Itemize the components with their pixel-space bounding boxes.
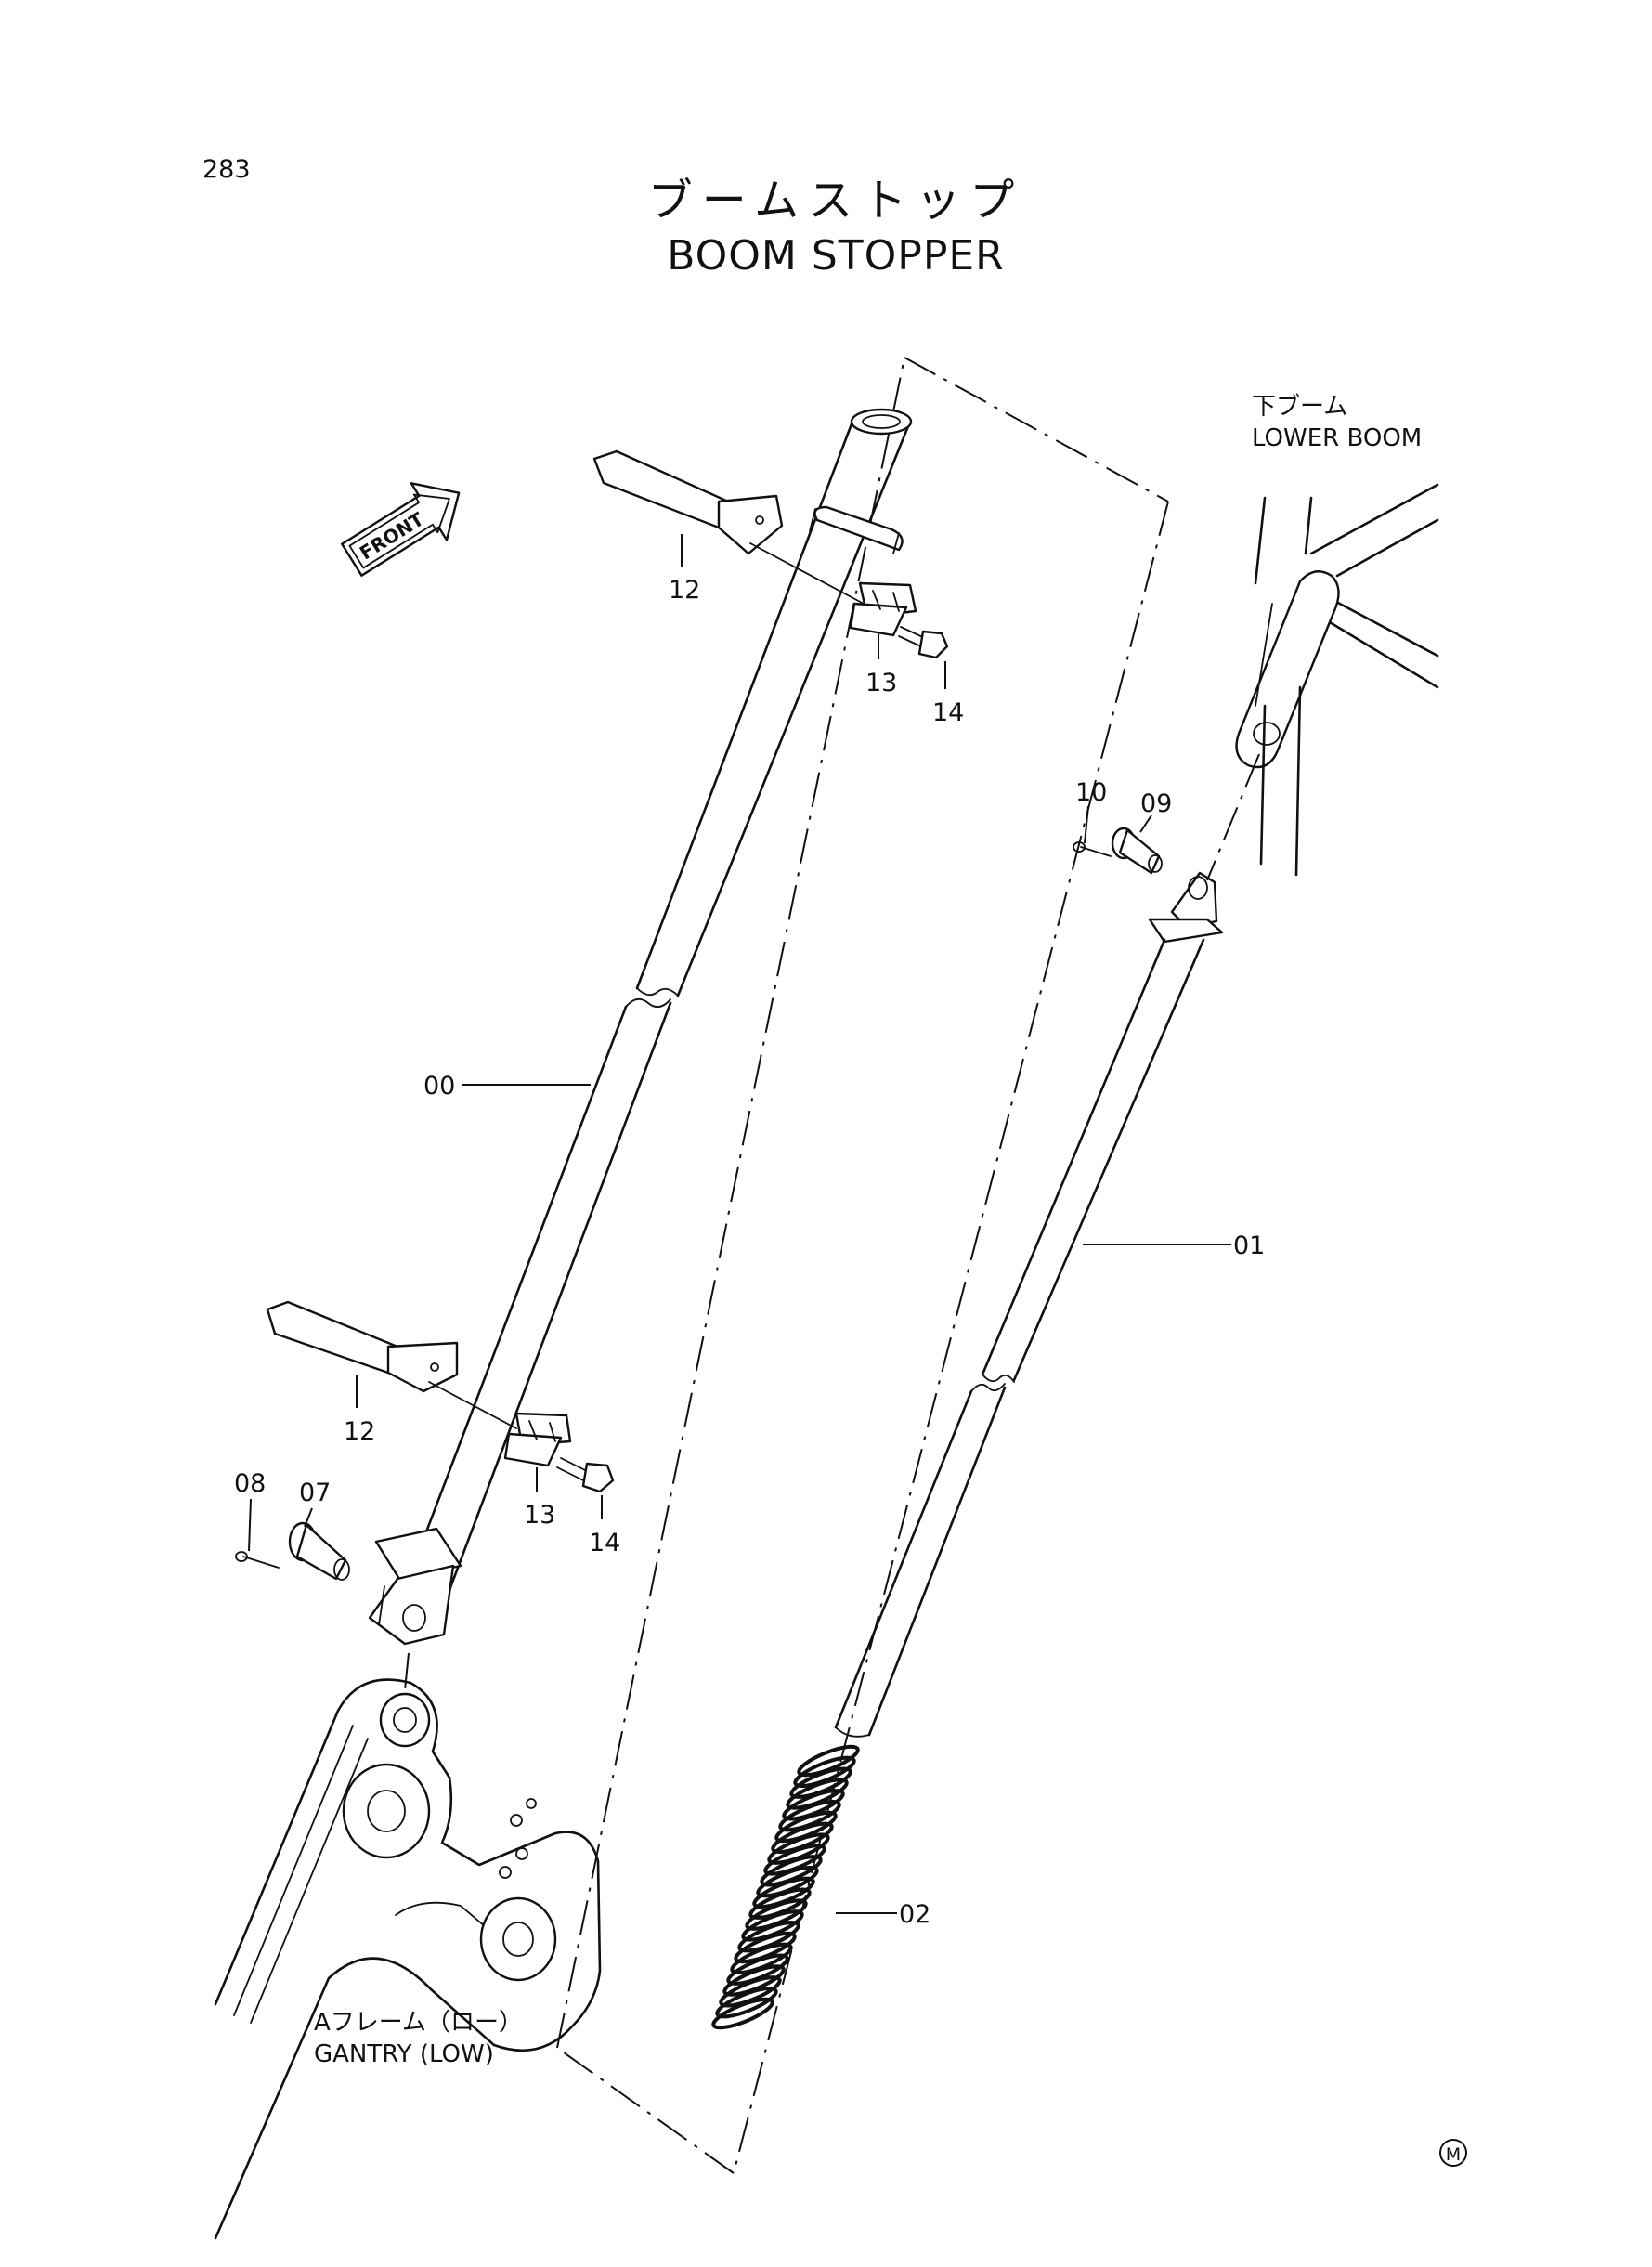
- spring-coil: [715, 1986, 778, 2019]
- spring-coil: [778, 1799, 841, 1832]
- spring-coil: [763, 1844, 826, 1876]
- snap-pin-08: [235, 1551, 280, 1569]
- gantry-label-en: GANTRY (LOW): [314, 2040, 494, 2068]
- spring-coil: [752, 1876, 815, 1909]
- page-number: 283: [202, 155, 251, 184]
- snap-pin-10: [1073, 841, 1112, 857]
- spring-coil: [711, 1997, 774, 2030]
- bracket-13-lower: [503, 1412, 572, 1467]
- spring-coil: [734, 1931, 797, 1964]
- title-japanese: ブームストップ: [648, 175, 1024, 227]
- callout-02: 02: [899, 1900, 930, 1929]
- spring-coil: [767, 1832, 830, 1865]
- callout-12-upper: 12: [669, 576, 700, 605]
- callout-13-upper: 13: [865, 669, 897, 697]
- callout-14-upper: 14: [932, 698, 964, 727]
- callout-07: 07: [299, 1479, 331, 1507]
- callout-12-lower: 12: [344, 1417, 375, 1446]
- spring-coil: [737, 1920, 800, 1953]
- spring-coil: [793, 1755, 856, 1789]
- title-english: BOOM STOPPER: [667, 232, 1005, 280]
- callout-08: 08: [234, 1469, 266, 1498]
- lower-boom-label-en: LOWER BOOM: [1252, 424, 1422, 452]
- gantry-low-frame: [214, 1652, 602, 2240]
- m-mark-label: M: [1446, 2144, 1461, 2165]
- front-arrow-icon: FRONT: [341, 482, 461, 577]
- leader-lines: [248, 534, 1231, 1914]
- callout-00: 00: [423, 1072, 455, 1101]
- callout-14-lower: 14: [589, 1529, 620, 1557]
- handle-12-upper: [592, 449, 904, 605]
- callouts: 00 01 02 07 08 09 10 12 13 14 12 13 14: [234, 576, 1265, 1929]
- spring-coil: [782, 1789, 845, 1821]
- bracket-13-upper: [849, 581, 917, 637]
- callout-13-lower: 13: [524, 1501, 555, 1530]
- spring-coil: [722, 1964, 786, 1997]
- handle-12-lower: [266, 1300, 517, 1429]
- lower-boom-frame: [1206, 483, 1439, 881]
- lower-boom-label-jp: 下ブーム: [1252, 393, 1347, 421]
- bolt-14-upper: [898, 626, 949, 659]
- pin-09: [1111, 827, 1163, 875]
- stopper-tube-00: [368, 408, 913, 1646]
- m-mark: M: [1439, 2139, 1467, 2167]
- stopper-rod-01: [834, 871, 1224, 1738]
- callout-01: 01: [1233, 1231, 1265, 1260]
- bolt-14-lower: [556, 1457, 615, 1493]
- spring-coil: [748, 1887, 812, 1920]
- spring-coil: [719, 1975, 782, 2008]
- assembly-outline: [556, 357, 1169, 2174]
- callout-09: 09: [1140, 789, 1172, 818]
- pin-07: [288, 1521, 350, 1581]
- spring-coil: [797, 1744, 860, 1778]
- callout-10: 10: [1075, 778, 1107, 807]
- spring-02: [711, 1744, 860, 2030]
- gantry-label-jp: Aフレーム（ロー）: [314, 2009, 523, 2037]
